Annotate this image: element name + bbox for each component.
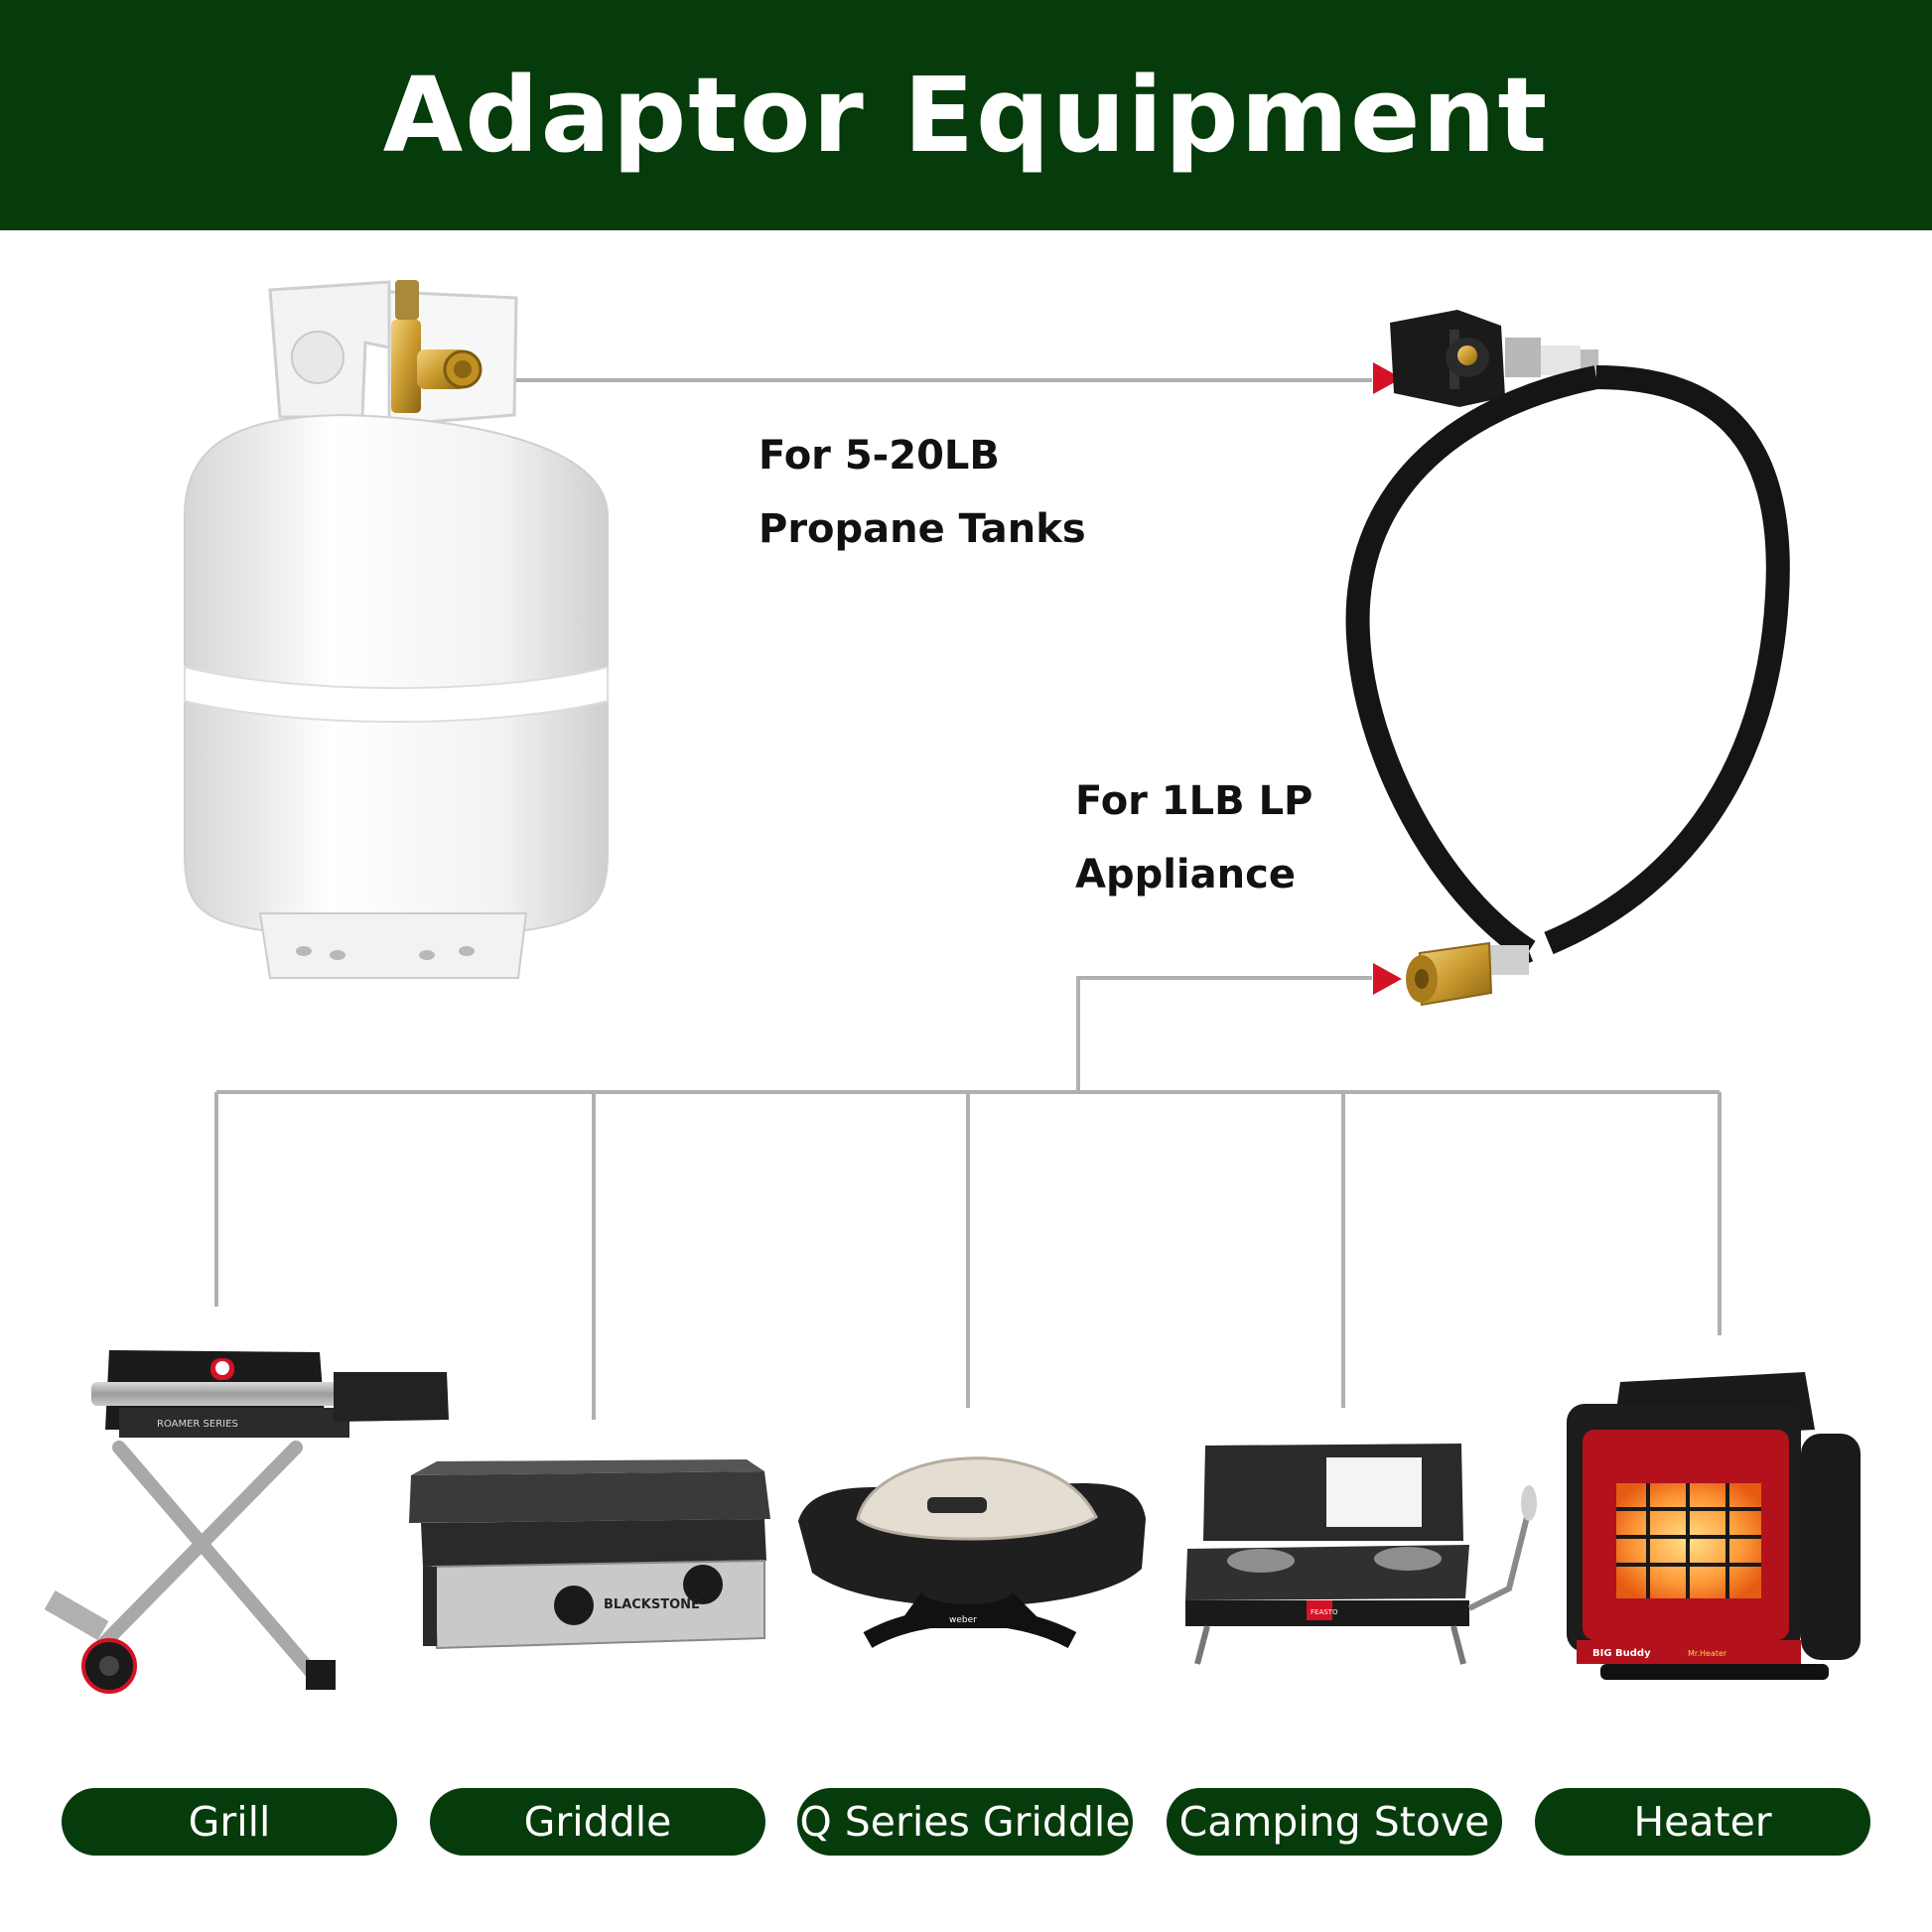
appliance-note-line2: Appliance (1075, 852, 1296, 897)
appliance-connector-line (1076, 976, 1372, 1090)
connector-lines (214, 378, 1722, 1420)
label-griddle: Griddle (430, 1788, 765, 1856)
hose-adapter-image (1345, 310, 1790, 1007)
q-series-brand-text: weber (949, 1615, 977, 1625)
label-q-series-griddle: Q Series Griddle (797, 1788, 1133, 1856)
heater-maker-text: Mr.Heater (1688, 1649, 1727, 1658)
propane-tank-image (184, 280, 609, 979)
label-grill: Grill (62, 1788, 397, 1856)
arrow-top-icon (1373, 362, 1402, 394)
label-camping-stove: Camping Stove (1167, 1788, 1502, 1856)
stove-maker-text: FEASTO (1311, 1608, 1338, 1616)
griddle-image: BLACKSTONE (409, 1459, 770, 1650)
label-heater: Heater (1535, 1788, 1870, 1856)
q-series-image: weber (798, 1456, 1146, 1649)
griddle-brand-text: BLACKSTONE (604, 1597, 700, 1612)
grill-brand-text: ROAMER SERIES (157, 1419, 238, 1430)
grill-image: ROAMER SERIES FEASTO (44, 1350, 449, 1694)
arrow-bottom-icon (1373, 963, 1402, 995)
tank-note: For 5-20LB Propane Tanks (759, 419, 1086, 566)
appliance-note: For 1LB LP Appliance (1075, 764, 1312, 911)
heater-brand-text: BIG Buddy (1592, 1648, 1651, 1659)
tank-note-line1: For 5-20LB (759, 433, 1000, 479)
tank-note-line2: Propane Tanks (759, 506, 1086, 552)
page-title: Adaptor Equipment (382, 55, 1550, 176)
heater-image: BIG Buddy Mr.Heater (1567, 1372, 1861, 1680)
appliance-note-line1: For 1LB LP (1075, 778, 1313, 824)
camping-stove-image: FEASTO (1185, 1444, 1537, 1665)
header-banner: Adaptor Equipment (0, 0, 1932, 230)
